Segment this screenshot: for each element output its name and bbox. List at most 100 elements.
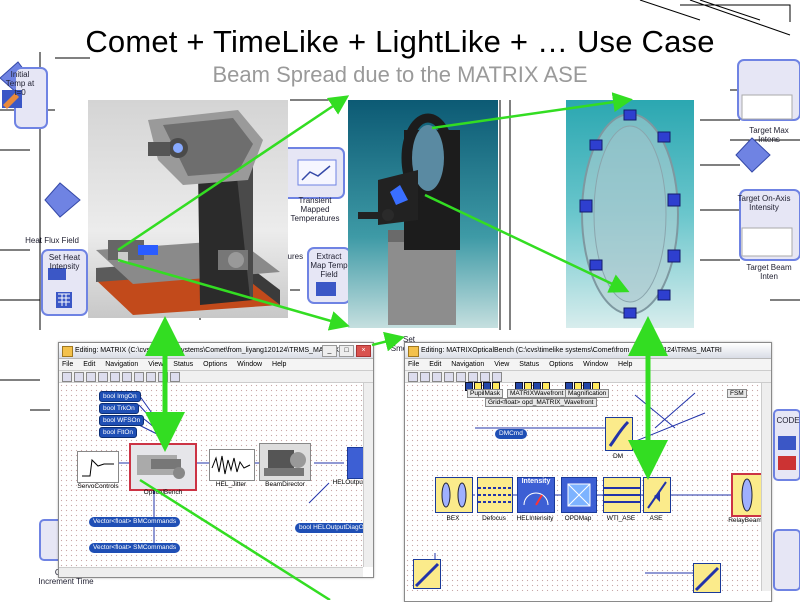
heat-flux-field-label: Heat Flux Field	[25, 236, 79, 245]
tool-icon[interactable]	[110, 372, 120, 382]
menu-view[interactable]: View	[494, 361, 510, 368]
set-heat-intensity-label: Set Heat Intensity	[48, 253, 81, 271]
servo-controls-block[interactable]	[77, 451, 119, 483]
beam-director-block[interactable]	[259, 443, 311, 481]
diagram-canvas[interactable]: PupilMask MATRIXWavefront Magnification …	[405, 382, 763, 593]
menu-options[interactable]: Options	[549, 361, 574, 368]
window-app-icon	[62, 346, 73, 357]
tool-icon[interactable]	[492, 372, 502, 382]
tool-icon[interactable]	[468, 372, 478, 382]
tool-icon[interactable]	[122, 372, 132, 382]
menu-help[interactable]: Help	[272, 361, 287, 368]
tool-icon[interactable]	[432, 372, 442, 382]
initial-temp-label: Initial Temp at t=0	[5, 70, 35, 97]
window-title: Editing: MATRIX (C:\cvs\timelike systems…	[75, 347, 342, 354]
menu-window[interactable]: Window	[237, 361, 263, 368]
relay-beam-block[interactable]	[731, 473, 763, 517]
tool-icon[interactable]	[420, 372, 430, 382]
optical-bench-label: OpticalBench	[143, 489, 183, 496]
vertical-scrollbar[interactable]	[363, 383, 373, 567]
bottom-beamsplitter-block[interactable]	[693, 563, 721, 593]
ase-block[interactable]	[643, 477, 671, 513]
tool-icon[interactable]	[444, 372, 454, 382]
hel-intensity-block[interactable]: Intensity	[517, 477, 555, 513]
grid-opd-label[interactable]: Grid<float> opd_MATRIX_Wavefront	[485, 398, 597, 407]
dm-label: DM	[612, 453, 624, 460]
intensity-text: Intensity	[521, 478, 551, 485]
menu-status[interactable]: Status	[519, 361, 540, 368]
horizontal-scrollbar[interactable]	[59, 567, 363, 577]
tool-icon[interactable]	[98, 372, 108, 382]
beam-director-label: BeamDirector	[265, 481, 305, 488]
bex-block[interactable]	[435, 477, 473, 513]
bool-tag[interactable]: bool ImgOn	[99, 391, 141, 402]
comet-apparatus-image	[88, 100, 288, 318]
menu-options[interactable]: Options	[203, 361, 228, 368]
menu-edit[interactable]: Edit	[429, 361, 442, 368]
menu-status[interactable]: Status	[173, 361, 194, 368]
menu-file[interactable]: File	[408, 361, 420, 368]
ase-label: ASE	[649, 515, 663, 522]
extract-map-temp-field-label: Extract Map Temp Field	[310, 252, 348, 279]
vector-tag[interactable]: Vector<float> SMCommands	[89, 543, 181, 553]
wti-ase-block[interactable]	[603, 477, 641, 513]
tool-icon[interactable]	[74, 372, 84, 382]
menu-navigation[interactable]: Navigation	[105, 361, 139, 368]
hel-jitter-block[interactable]	[209, 449, 255, 481]
menu-help[interactable]: Help	[618, 361, 633, 368]
maximize-button[interactable]: □	[339, 345, 354, 357]
transient-mapped-temps-label: Transient Mapped Temperatures	[290, 196, 340, 223]
tool-icon[interactable]	[134, 372, 144, 382]
matrix-editor-window[interactable]: Editing: MATRIX (C:\cvs\timelike systems…	[58, 342, 374, 578]
toolbar	[59, 371, 373, 383]
defocus-block[interactable]	[477, 477, 513, 513]
menu-file[interactable]: File	[62, 361, 74, 368]
dm-command-tag[interactable]: DMCmd	[495, 429, 527, 439]
tool-icon[interactable]	[62, 372, 72, 382]
tool-icon[interactable]	[158, 372, 168, 382]
opd-map-label: OPDMap	[564, 515, 592, 522]
bool-tag[interactable]: bool TrkOn	[99, 403, 139, 414]
relay-beam-label: RelayBeam	[728, 517, 762, 524]
matrix-wavefront-label[interactable]: MATRIXWavefront	[507, 389, 567, 398]
bottom-mirror-block[interactable]	[413, 559, 441, 589]
optical-bench-block[interactable]	[129, 443, 197, 491]
magnification-label[interactable]: Magnification	[565, 389, 610, 398]
menu-navigation[interactable]: Navigation	[451, 361, 485, 368]
slide-subtitle: Beam Spread due to the MATRIX ASE	[212, 62, 588, 87]
output-diag-tag[interactable]: bool HELOutputDiagOn	[295, 523, 372, 533]
defocus-label: Defocus	[482, 515, 506, 522]
optical-bench-editor-window[interactable]: Editing: MATRIXOpticalBench (C:\cvs\time…	[404, 342, 772, 602]
close-button[interactable]: ×	[356, 345, 371, 357]
menu-window[interactable]: Window	[583, 361, 609, 368]
menu-bar: File Edit Navigation View Status Options…	[59, 359, 373, 371]
wti-ase-label: WTI_ASE	[606, 515, 636, 522]
tool-icon[interactable]	[456, 372, 466, 382]
diagram-canvas[interactable]: bool ImgOn bool TrkOn bool WFSOn bool Fl…	[59, 383, 372, 567]
menu-view[interactable]: View	[148, 361, 164, 368]
servo-controls-label: ServoControls	[77, 483, 119, 490]
vector-tag[interactable]: Vector<float> BMCommands	[89, 517, 181, 527]
hel-intensity-label: HELIntensity	[516, 515, 554, 522]
tool-icon[interactable]	[86, 372, 96, 382]
bool-tag[interactable]: bool FltOn	[99, 427, 137, 438]
bex-label: BEX	[446, 515, 460, 522]
tool-icon[interactable]	[480, 372, 490, 382]
ase-ring-image	[566, 100, 694, 328]
tool-icon[interactable]	[146, 372, 156, 382]
menu-edit[interactable]: Edit	[83, 361, 96, 368]
tool-icon[interactable]	[170, 372, 180, 382]
minimize-button[interactable]: _	[322, 345, 337, 357]
temperatures-label: atures	[280, 252, 304, 261]
pupil-mask-label[interactable]: PupilMask	[467, 389, 503, 398]
dm-block[interactable]	[605, 417, 633, 451]
tool-icon[interactable]	[408, 372, 418, 382]
opd-map-block[interactable]	[561, 477, 597, 513]
target-max-intensity-label: Target Max Intens	[749, 126, 789, 144]
target-on-axis-intensity-label: Target On-Axis Intensity	[737, 194, 791, 212]
window-title: Editing: MATRIXOpticalBench (C:\cvs\time…	[421, 347, 722, 354]
vertical-scrollbar[interactable]	[761, 383, 771, 591]
window-titlebar: Editing: MATRIXOpticalBench (C:\cvs\time…	[405, 343, 771, 359]
fsm-label[interactable]: FSM	[727, 389, 747, 398]
bool-tag[interactable]: bool WFSOn	[99, 415, 145, 426]
